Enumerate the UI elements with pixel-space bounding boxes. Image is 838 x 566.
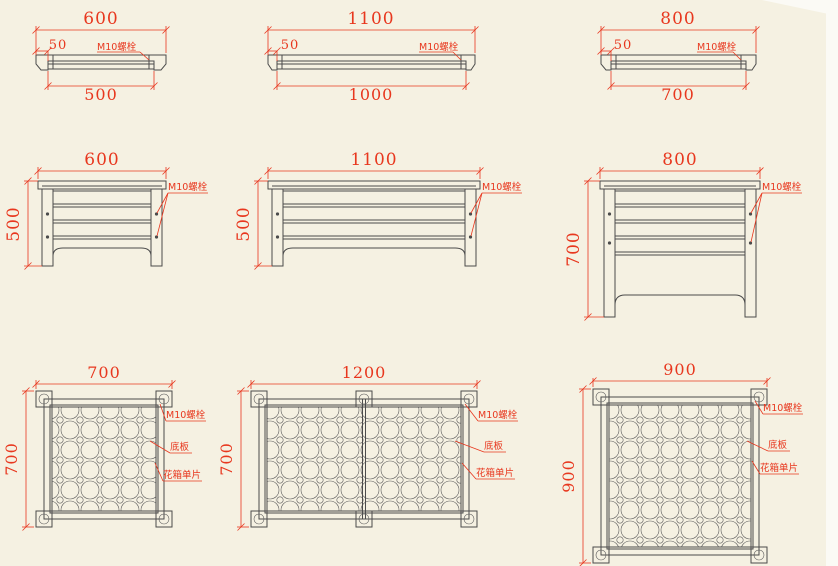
dimension-top <box>264 26 479 53</box>
dimension-bottom <box>44 71 158 90</box>
dimension-width <box>247 380 481 389</box>
dimension-height <box>22 387 34 531</box>
dim-label-height: 700 <box>217 442 236 476</box>
base-plate-leader <box>746 440 790 452</box>
section-geometry <box>600 54 757 71</box>
dim-label-end-offset: 50 <box>281 38 300 53</box>
base-plate-label: 底板 <box>484 440 504 452</box>
bolt-leader <box>470 192 522 237</box>
plan-view-900x900: 900 900 M10螺栓 底板 花箱单片 <box>559 360 803 566</box>
dimension-width <box>32 380 176 389</box>
dim-label-end-offset: 50 <box>49 38 68 53</box>
dim-label-height: 500 <box>234 206 254 241</box>
base-plate-label: 底板 <box>170 441 190 453</box>
dim-label-top-width: 1100 <box>347 9 394 29</box>
plan-geometry <box>35 390 173 528</box>
sheet-right-margin <box>826 0 838 566</box>
dimension-width <box>596 167 764 179</box>
plan-geometry <box>250 390 478 528</box>
bolt-leader <box>750 192 802 243</box>
dim-label-top-width: 800 <box>660 9 695 29</box>
dimension-height <box>579 385 591 566</box>
elevation-view-1100x500: 1100 500 M10螺栓 <box>234 150 522 270</box>
bolt-leader <box>97 51 150 61</box>
bolt-label: M10螺栓 <box>168 181 208 193</box>
dimension-height <box>237 387 249 531</box>
section-view-600: 600 50 500 M10螺栓 <box>32 9 170 104</box>
dimension-bottom <box>607 71 750 90</box>
plan-geometry <box>592 388 768 564</box>
dimension-width <box>589 377 771 387</box>
dimension-height <box>24 177 42 270</box>
panel-leader <box>751 460 799 475</box>
base-plate-leader <box>149 440 192 454</box>
bolt-label: M10螺栓 <box>762 181 802 193</box>
elevation-view-800x700: 800 700 M10螺栓 <box>564 150 802 321</box>
plan-view-1200x700: 1200 700 M10螺栓 底板 花箱单片 <box>217 363 518 531</box>
bolt-label: M10螺栓 <box>419 41 459 53</box>
dim-label-top-width: 600 <box>83 9 118 29</box>
bolt-label: M10螺栓 <box>763 402 803 414</box>
dim-label-width: 600 <box>84 150 119 170</box>
section-view-800: 800 50 700 M10螺栓 <box>597 9 760 104</box>
dim-label-inner-width: 500 <box>84 85 118 104</box>
dim-label-height: 700 <box>564 231 584 266</box>
elevation-view-600x500: 600 500 M10螺栓 <box>4 150 208 270</box>
bolt-label: M10螺栓 <box>166 409 206 421</box>
dimension-width <box>34 167 170 179</box>
dim-label-height: 700 <box>2 442 21 476</box>
dim-label-width: 700 <box>87 363 121 382</box>
base-plate-leader <box>454 440 506 453</box>
bolt-leader <box>156 192 208 237</box>
dim-label-height: 900 <box>559 459 578 493</box>
dim-label-height: 500 <box>4 206 24 241</box>
dim-label-inner-width: 700 <box>661 85 695 104</box>
bolt-leader <box>464 403 518 422</box>
panel-leader <box>461 462 515 480</box>
sheet-corner-cut <box>762 0 838 16</box>
bolt-leader <box>697 51 742 61</box>
dimension-end-offset <box>597 47 615 61</box>
bolt-label: M10螺栓 <box>478 409 518 421</box>
dim-label-width: 900 <box>663 360 697 379</box>
bolt-leader <box>419 51 462 61</box>
dimension-top <box>597 26 760 53</box>
elevation-geometry <box>37 180 167 267</box>
dimension-end-offset <box>32 47 52 61</box>
dim-label-end-offset: 50 <box>614 38 633 53</box>
dim-label-width: 800 <box>662 150 697 170</box>
dim-label-width: 1200 <box>342 363 387 382</box>
panel-leader <box>154 462 202 482</box>
dimension-width <box>264 167 484 179</box>
dimension-height <box>584 177 604 321</box>
section-view-1100: 1100 50 1000 M10螺栓 <box>264 9 479 104</box>
dimension-end-offset <box>264 47 281 61</box>
dim-label-width: 1100 <box>350 150 397 170</box>
panel-label: 花箱单片 <box>476 467 514 479</box>
dimension-top <box>32 26 170 53</box>
plan-view-700x700: 700 700 M10螺栓 底板 花箱单片 <box>2 363 206 531</box>
bolt-leader <box>159 403 206 422</box>
bolt-label: M10螺栓 <box>97 41 137 53</box>
section-geometry <box>35 54 167 71</box>
bolt-label: M10螺栓 <box>697 41 737 53</box>
elevation-geometry <box>267 180 481 267</box>
bolt-label: M10螺栓 <box>482 181 522 193</box>
elevation-geometry <box>599 180 761 318</box>
bolt-leader <box>754 400 803 415</box>
dimension-height <box>254 177 272 270</box>
dimension-bottom <box>273 71 470 90</box>
section-geometry <box>267 54 476 71</box>
panel-label: 花箱单片 <box>163 469 201 481</box>
dim-label-inner-width: 1000 <box>349 85 394 104</box>
panel-label: 花箱单片 <box>760 462 798 474</box>
base-plate-label: 底板 <box>768 439 788 451</box>
